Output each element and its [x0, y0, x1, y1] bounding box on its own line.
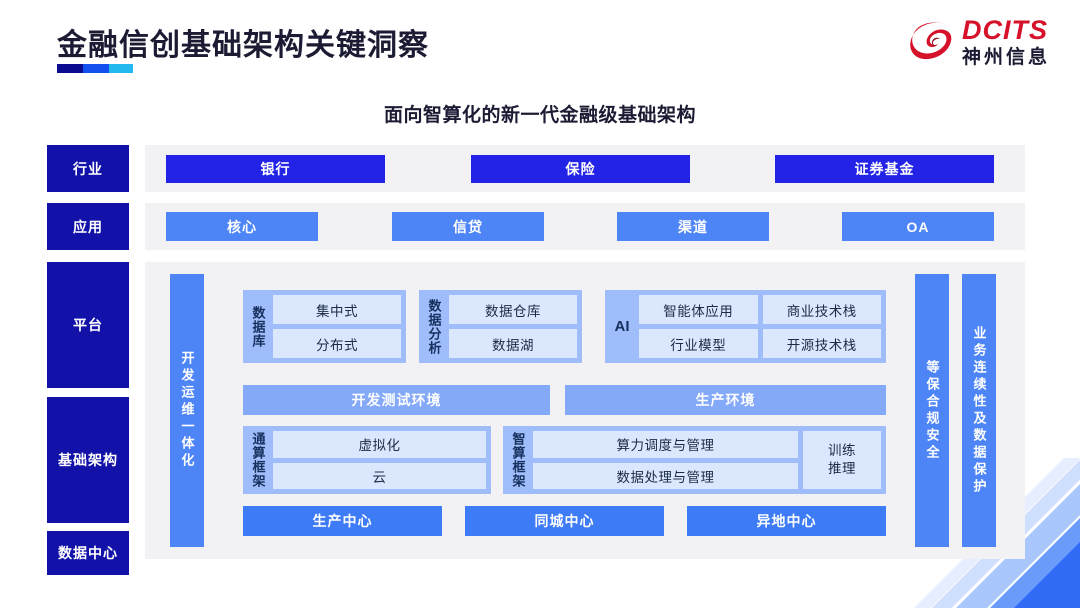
cell-train-inference[interactable]: 训练 推理: [803, 431, 881, 489]
rule-segment-2: [83, 64, 109, 73]
env-bar-dev-test[interactable]: 开发测试环境: [243, 385, 550, 415]
group-data-analytics-body: 数据仓库 数据湖: [449, 295, 577, 358]
group-ai-body: 智能体应用 商业技术栈 行业模型 开源技术栈: [639, 295, 881, 358]
group-data-analytics[interactable]: 数据分析 数据仓库 数据湖: [419, 290, 582, 363]
cell-data-processing[interactable]: 数据处理与管理: [533, 462, 798, 489]
cell-data-warehouse[interactable]: 数据仓库: [449, 295, 577, 324]
group-intelligent-compute[interactable]: 智算框架 算力调度与管理 数据处理与管理 训练 推理: [503, 426, 886, 494]
industry-chip-securities-fund[interactable]: 证券基金: [775, 155, 994, 183]
cell-opensource-stack[interactable]: 开源技术栈: [762, 329, 881, 358]
diagram-subtitle: 面向智算化的新一代金融级基础架构: [383, 105, 696, 126]
group-ai-row-top: 智能体应用 商业技术栈: [639, 295, 881, 324]
layer-label-infrastructure[interactable]: 基础架构: [47, 397, 129, 523]
group-ai[interactable]: AI 智能体应用 商业技术栈 行业模型 开源技术栈: [605, 290, 886, 363]
cell-cloud[interactable]: 云: [273, 462, 486, 489]
application-chip-credit[interactable]: 信贷: [392, 212, 544, 241]
cell-train-label: 训练: [828, 442, 856, 458]
layer-label-application[interactable]: 应用: [47, 203, 129, 250]
logo-en-text: DCITS: [961, 15, 1048, 45]
industry-chip-insurance[interactable]: 保险: [471, 155, 690, 183]
application-chip-oa[interactable]: OA: [842, 212, 994, 241]
group-database-body: 集中式 分布式: [273, 295, 401, 358]
group-data-analytics-tag: 数据分析: [426, 298, 442, 355]
cell-inference-label: 推理: [828, 461, 856, 476]
group-database[interactable]: 数据库 集中式 分布式: [243, 290, 406, 363]
group-ai-row-bottom: 行业模型 开源技术栈: [639, 329, 881, 358]
rule-segment-3: [109, 64, 133, 73]
rail-devops[interactable]: 开发运维一体化: [170, 274, 204, 547]
group-intelligent-compute-tag: 智算框架: [510, 432, 526, 488]
group-ai-tag: AI: [614, 318, 630, 335]
application-chip-core[interactable]: 核心: [166, 212, 318, 241]
logo-text: DCITS 神州信息: [961, 15, 1050, 68]
logo-cn-text: 神州信息: [961, 47, 1050, 68]
cell-commercial-stack[interactable]: 商业技术栈: [762, 295, 881, 324]
dc-bar-remote-center[interactable]: 异地中心: [687, 506, 886, 536]
group-general-compute-body: 虚拟化 云: [273, 431, 486, 489]
cell-centralized[interactable]: 集中式: [273, 295, 401, 324]
cell-distributed[interactable]: 分布式: [273, 329, 401, 358]
cell-agent-application[interactable]: 智能体应用: [639, 295, 758, 324]
group-intelligent-compute-body: 算力调度与管理 数据处理与管理: [533, 431, 798, 489]
rail-compliance-security[interactable]: 等保合规安全: [915, 274, 949, 547]
dcits-swoosh-icon: [910, 22, 952, 60]
group-general-compute[interactable]: 通算框架 虚拟化 云: [243, 426, 491, 494]
industry-chip-bank[interactable]: 银行: [166, 155, 385, 183]
group-general-compute-tag: 通算框架: [250, 432, 266, 488]
cell-virtualization[interactable]: 虚拟化: [273, 431, 486, 458]
cell-industry-model[interactable]: 行业模型: [639, 329, 758, 358]
title-accent-rule: [57, 64, 133, 73]
page-title: 金融信创基础架构关键洞察: [57, 29, 429, 62]
dc-bar-production-center[interactable]: 生产中心: [243, 506, 442, 536]
dc-bar-metro-center[interactable]: 同城中心: [465, 506, 664, 536]
application-chip-channel[interactable]: 渠道: [617, 212, 769, 241]
rail-business-continuity[interactable]: 业务连续性及数据保护: [962, 274, 996, 547]
layer-label-industry[interactable]: 行业: [47, 145, 129, 192]
slide-header: 金融信创基础架构关键洞察 DCITS 神州信息: [0, 0, 1080, 88]
layer-label-platform[interactable]: 平台: [47, 262, 129, 388]
cell-data-lake[interactable]: 数据湖: [449, 329, 577, 358]
cell-compute-scheduling[interactable]: 算力调度与管理: [533, 431, 798, 458]
group-database-tag: 数据库: [250, 305, 266, 348]
env-bar-production[interactable]: 生产环境: [565, 385, 886, 415]
rule-segment-1: [57, 64, 83, 73]
layer-label-datacenter[interactable]: 数据中心: [47, 531, 129, 575]
brand-logo: DCITS 神州信息: [910, 17, 1050, 67]
